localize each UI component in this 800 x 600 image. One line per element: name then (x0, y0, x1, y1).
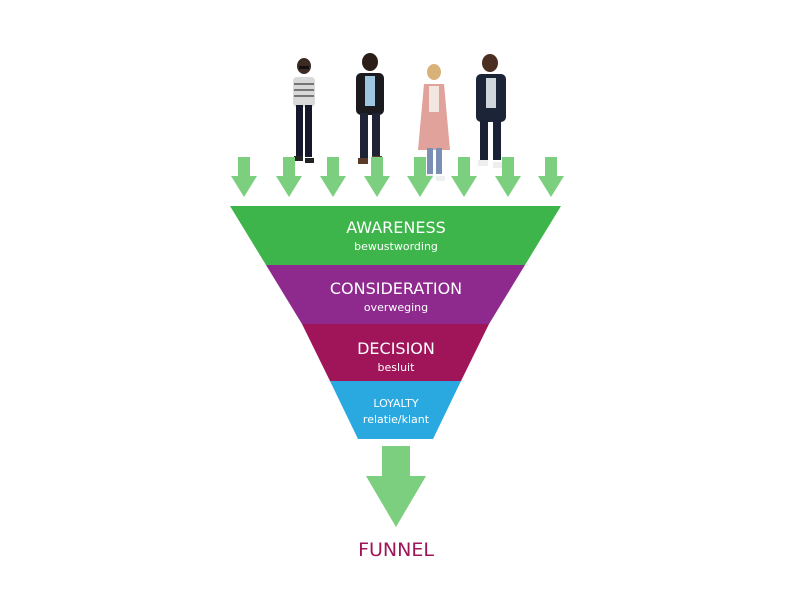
person-man-black-jacket (356, 53, 384, 164)
down-arrow-icon-4 (364, 157, 390, 197)
down-arrow-icon-2 (276, 157, 302, 197)
stage-decision-label: DECISION (357, 339, 435, 358)
stage-consideration-sublabel: overweging (364, 301, 428, 314)
stage-awareness-band (230, 206, 561, 265)
down-arrow-icon-6 (451, 157, 477, 197)
funnel-title: FUNNEL (358, 539, 434, 561)
stage-decision-band (302, 324, 489, 381)
people-group (293, 53, 506, 181)
stage-loyalty-band (330, 381, 461, 439)
stage-awareness-label: AWARENESS (346, 218, 446, 237)
down-arrow-icon-8 (538, 157, 564, 197)
down-arrow-icon-3 (320, 157, 346, 197)
down-arrow-icon-7 (495, 157, 521, 197)
stage-loyalty-label: LOYALTY (373, 397, 419, 410)
stage-decision-sublabel: besluit (378, 361, 416, 374)
stage-awareness-sublabel: bewustwording (354, 240, 438, 253)
output-arrow-icon (366, 446, 426, 527)
funnel: AWARENESS bewustwording CONSIDERATION ov… (230, 206, 561, 439)
top-arrows (231, 157, 564, 197)
stage-loyalty-sublabel: relatie/klant (363, 413, 430, 426)
stage-consideration-band (266, 265, 525, 324)
stage-consideration-label: CONSIDERATION (330, 279, 462, 298)
down-arrow-icon-1 (231, 157, 257, 197)
person-man-dark-coat (476, 54, 506, 168)
down-arrow-icon-5 (407, 157, 433, 197)
person-woman-striped-shirt (293, 58, 315, 163)
